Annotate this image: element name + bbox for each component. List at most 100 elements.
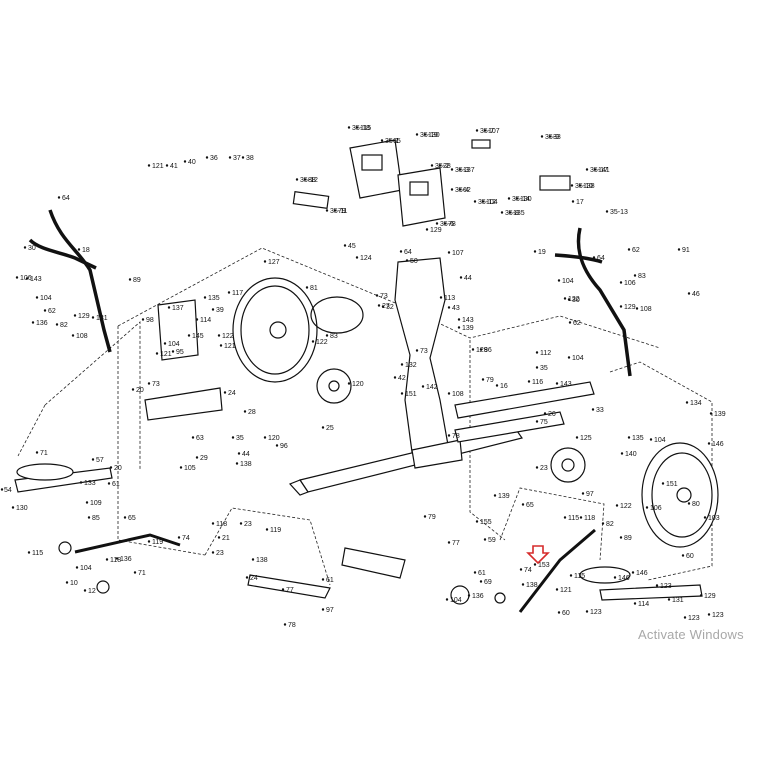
leader-dot xyxy=(263,436,267,439)
leader-dot xyxy=(681,554,685,557)
leader-dot xyxy=(43,309,47,312)
part-callout-label: 23 xyxy=(540,465,548,472)
leader-dot xyxy=(450,168,454,171)
part-callout-label: 139 xyxy=(498,493,510,500)
leader-dot xyxy=(23,246,27,249)
part-callout-label: 123 xyxy=(712,612,724,619)
leader-dot xyxy=(699,594,703,597)
part-callout-label: 129 xyxy=(704,593,716,600)
part-callout-label: 61 xyxy=(112,481,120,488)
part-callout-label: 40 xyxy=(188,159,196,166)
leader-dot xyxy=(575,436,579,439)
part-callout-label: 140 xyxy=(625,451,637,458)
leader-dot xyxy=(11,506,15,509)
part-callout-label: 81 xyxy=(310,285,318,292)
part-callout-label: 104 xyxy=(654,437,666,444)
leader-dot xyxy=(223,391,227,394)
leader-dot xyxy=(563,516,567,519)
part-callout-label: 69 xyxy=(484,579,492,586)
leader-dot xyxy=(627,436,631,439)
leader-dot xyxy=(515,197,519,200)
leader-dot xyxy=(493,494,497,497)
part-callout-label: 95 xyxy=(176,349,184,356)
part-callout-label: 104 xyxy=(572,355,584,362)
leader-dot xyxy=(555,382,559,385)
leader-dot xyxy=(593,168,597,171)
part-callout-label: 104 xyxy=(168,341,180,348)
part-callout-label: 118 xyxy=(216,521,227,528)
leader-dot xyxy=(585,610,589,613)
leader-dot xyxy=(447,434,451,437)
part-callout-label: 139 xyxy=(462,325,474,332)
leader-dot xyxy=(655,584,659,587)
leader-dot xyxy=(91,316,95,319)
leader-dot xyxy=(295,178,299,181)
highlight-marker xyxy=(526,545,550,565)
part-callout-label: 86 xyxy=(484,347,492,354)
leader-dot xyxy=(237,452,241,455)
leader-dot xyxy=(619,305,623,308)
leader-dot xyxy=(71,334,75,337)
part-callout-label: 114 xyxy=(638,601,649,608)
leader-dot xyxy=(195,318,199,321)
leader-dot xyxy=(0,488,4,491)
part-callout-label: 42 xyxy=(398,375,406,382)
part-callout-label: 153 xyxy=(538,562,550,569)
leader-dot xyxy=(557,279,561,282)
part-callout-label: 30 xyxy=(28,245,36,252)
leader-dot xyxy=(165,164,169,167)
leader-dot xyxy=(73,314,77,317)
part-callout-label: 75 xyxy=(540,419,548,426)
part-callout-label: 132 xyxy=(405,362,417,369)
part-callout-label: 129 xyxy=(476,347,488,354)
leader-dot xyxy=(25,277,29,280)
part-callout-label: 46 xyxy=(692,291,700,298)
part-callout-label: 136 xyxy=(472,593,484,600)
part-callout-label: 83 xyxy=(638,273,646,280)
part-callout-label: 122 xyxy=(316,339,328,346)
leader-dot xyxy=(187,334,191,337)
part-callout-label: 107 xyxy=(452,250,464,257)
part-callout-label: 121 xyxy=(160,351,172,358)
leader-dot xyxy=(645,506,649,509)
leader-dot xyxy=(15,276,19,279)
leader-dot xyxy=(235,462,239,465)
leader-dot xyxy=(228,156,232,159)
leader-dot xyxy=(475,520,479,523)
part-callout-label: 103 xyxy=(708,515,720,522)
leader-dot xyxy=(415,349,419,352)
leader-dot xyxy=(445,598,449,601)
leader-dot xyxy=(380,139,384,142)
leader-dot xyxy=(500,211,504,214)
leader-dot xyxy=(579,516,583,519)
part-callout-label: 97 xyxy=(586,491,594,498)
part-callout-label: 137 xyxy=(172,305,184,312)
leader-dot xyxy=(393,376,397,379)
part-callout-label: 113 xyxy=(444,295,455,302)
part-callout-label: 138 xyxy=(583,183,595,190)
leader-dot xyxy=(527,380,531,383)
part-callout-label: 142 xyxy=(426,384,438,391)
part-callout-label: 123 xyxy=(590,609,602,616)
leader-dot xyxy=(191,436,195,439)
leader-dot xyxy=(592,256,596,259)
part-callout-label: 122 xyxy=(222,333,234,340)
part-callout-label: 44 xyxy=(242,451,250,458)
part-callout-label: 136 xyxy=(120,556,132,563)
part-callout-label: 23 xyxy=(216,550,224,557)
part-callout-label: 97 xyxy=(326,607,334,614)
leader-dot xyxy=(105,558,109,561)
part-callout-label: 35-13 xyxy=(610,209,628,216)
leader-dot xyxy=(707,613,711,616)
part-callout-label: 78 xyxy=(448,221,456,228)
part-callout-label: 108 xyxy=(452,391,464,398)
leader-dot xyxy=(458,188,462,191)
leader-dot xyxy=(281,588,285,591)
leader-dot xyxy=(311,340,315,343)
leader-dot xyxy=(347,126,351,129)
part-callout-label: 108 xyxy=(640,306,652,313)
leader-dot xyxy=(85,501,89,504)
leader-dot xyxy=(483,538,487,541)
